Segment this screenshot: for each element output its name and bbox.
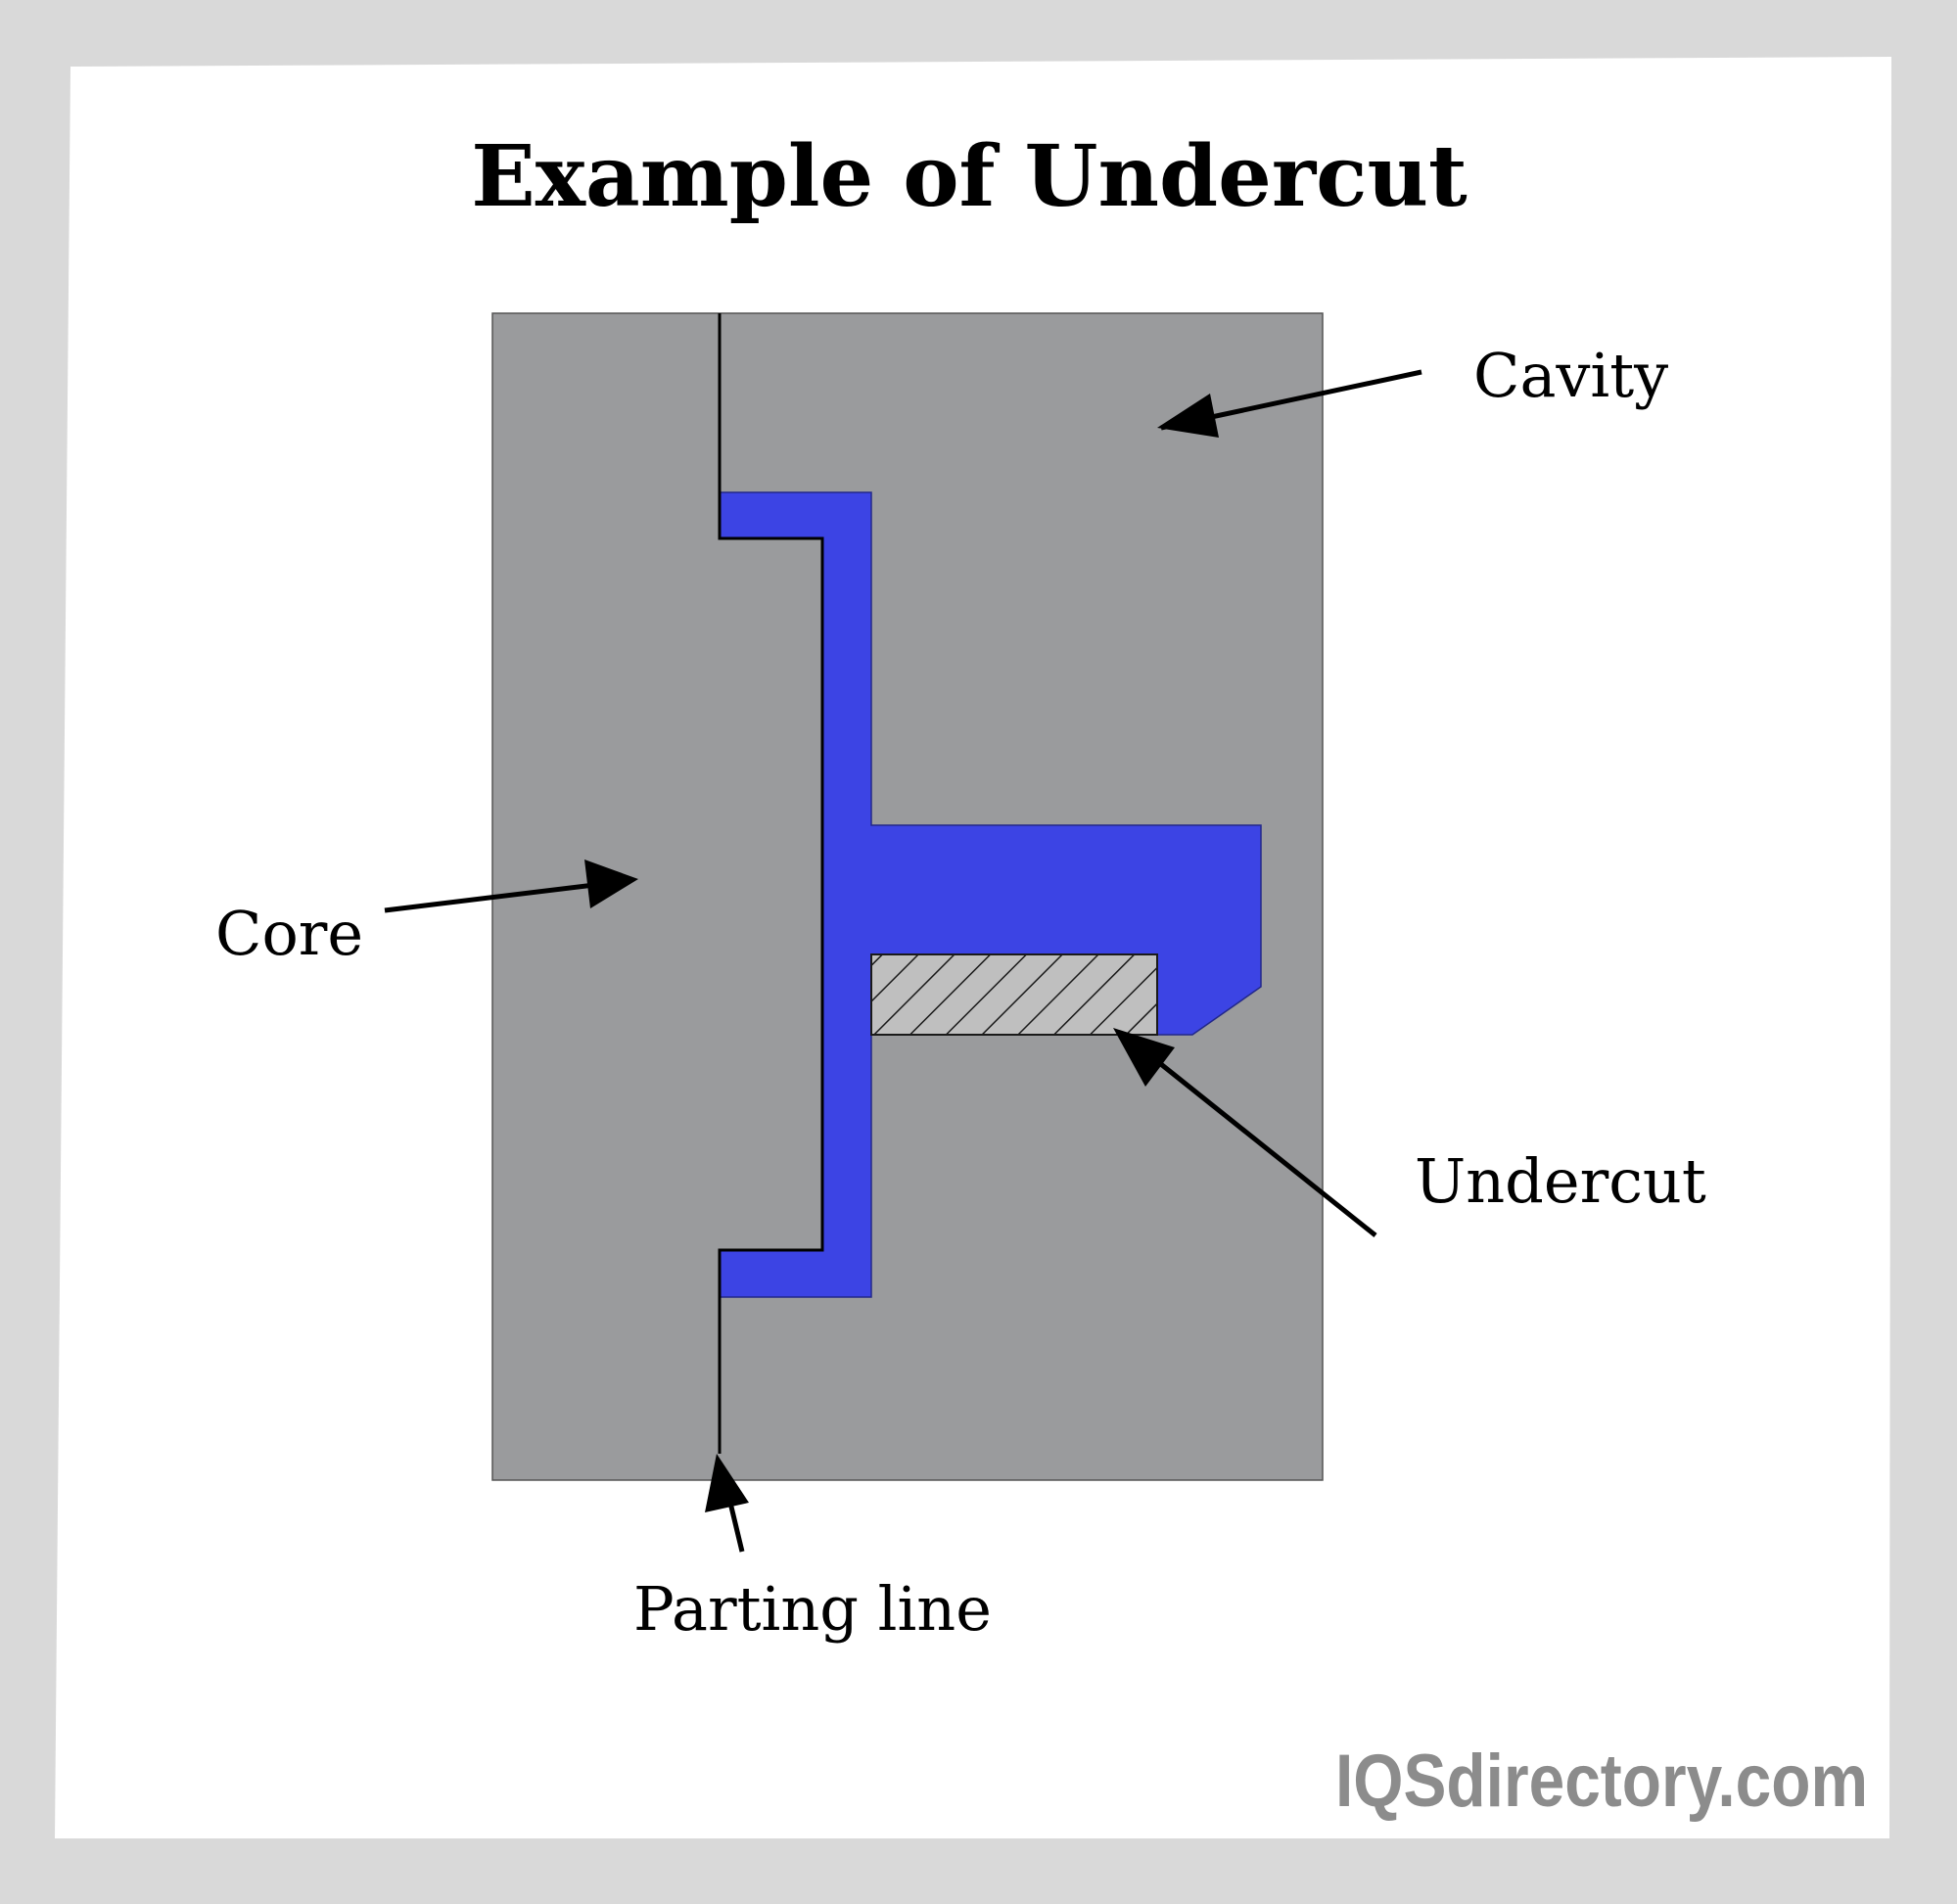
core-arrow [384,878,628,913]
cavity-arrowhead [1157,394,1219,438]
undercut-label: Undercut [1415,1145,1706,1217]
watermark-logo: IQSdirectory.com [1335,1740,1868,1823]
parting-line-arrowhead [705,1454,749,1512]
parting-line-label: Parting line [633,1573,992,1645]
core-label: Core [215,898,363,969]
undercut-arrow [1136,1044,1377,1237]
diagram-title: Example of Undercut [471,127,1468,226]
core-arrowhead [584,859,638,908]
parting-line [718,313,824,1454]
undercut-arrowhead [1113,1028,1175,1087]
undercut-region [870,953,1158,1036]
cavity-label: Cavity [1473,340,1668,411]
